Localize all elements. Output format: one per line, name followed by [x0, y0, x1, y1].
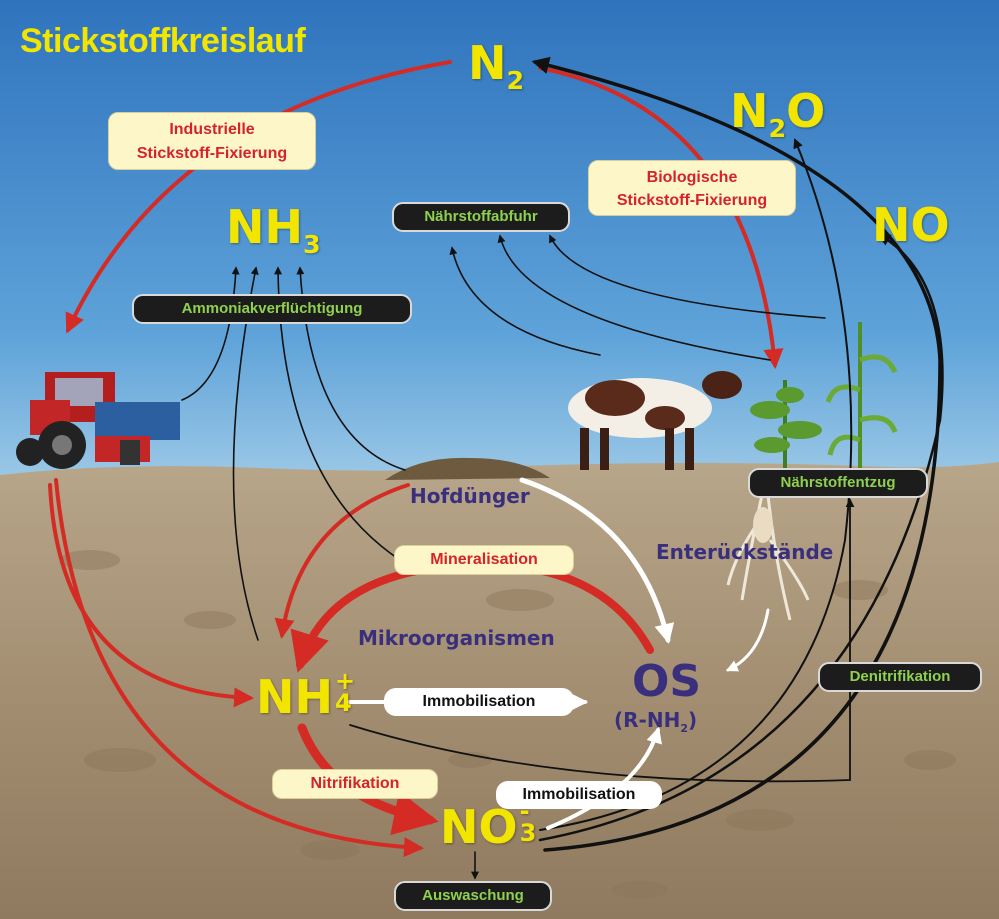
compound-no3: NO-3	[440, 797, 537, 854]
plant-roots	[726, 494, 810, 621]
label-mineralisation: Mineralisation	[394, 545, 574, 575]
compound-nh3: NH3	[226, 200, 321, 260]
label-hofduenger: Hofdünger	[410, 484, 530, 508]
compound-no: NO	[872, 198, 950, 252]
compound-os: OS	[632, 656, 702, 707]
black-arrows	[181, 56, 944, 880]
label-mikroorganismen: Mikroorganismen	[358, 626, 555, 650]
label-ammoniakverfluechtigung: Ammoniakverflüchtigung	[132, 294, 412, 324]
compound-nh4: NH+4	[256, 667, 356, 724]
diagram-title: Stickstoffkreislauf	[20, 22, 306, 60]
label-denitrifikation: Denitrifikation	[818, 662, 982, 692]
label-immobilisation-1: Immobilisation	[384, 688, 574, 716]
soil-clods	[60, 550, 956, 899]
label-naehrstoffentzug: Nährstoffentzug	[748, 468, 928, 498]
compound-n2: N2	[468, 36, 525, 96]
label-auswaschung: Auswaschung	[394, 881, 552, 911]
compound-os-formula: (R-NH2)	[614, 708, 698, 735]
label-ernterueckstaende: Enterückstände	[656, 540, 834, 564]
cow-illustration	[568, 371, 742, 470]
plants-illustration	[750, 322, 898, 470]
compound-n2o: N2O	[730, 84, 826, 144]
label-naehrstoffabfuhr: Nährstoffabfuhr	[392, 202, 570, 232]
label-immobilisation-2: Immobilisation	[496, 781, 662, 809]
tractor-illustration	[16, 372, 180, 469]
manure-heap	[385, 457, 550, 480]
label-nitrifikation: Nitrifikation	[272, 769, 438, 799]
